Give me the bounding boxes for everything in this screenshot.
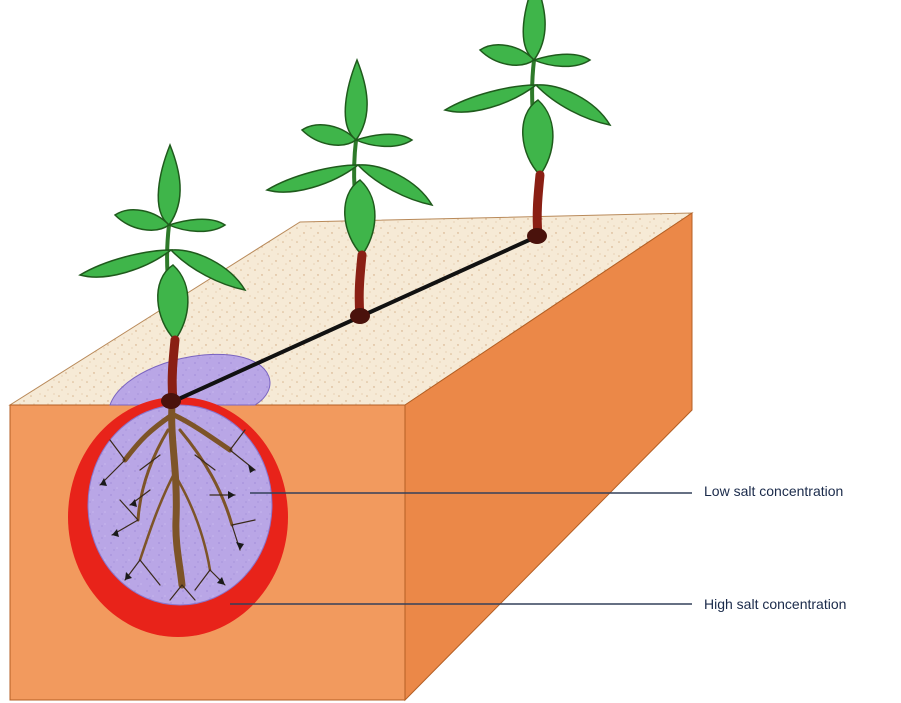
plant-icon	[445, 0, 610, 235]
drip-emitter-icon	[161, 393, 181, 409]
low-salt-label: Low salt concentration	[704, 483, 843, 499]
drip-emitter-icon	[350, 308, 370, 324]
high-salt-label: High salt concentration	[704, 596, 846, 612]
drip-emitter-icon	[527, 228, 547, 244]
